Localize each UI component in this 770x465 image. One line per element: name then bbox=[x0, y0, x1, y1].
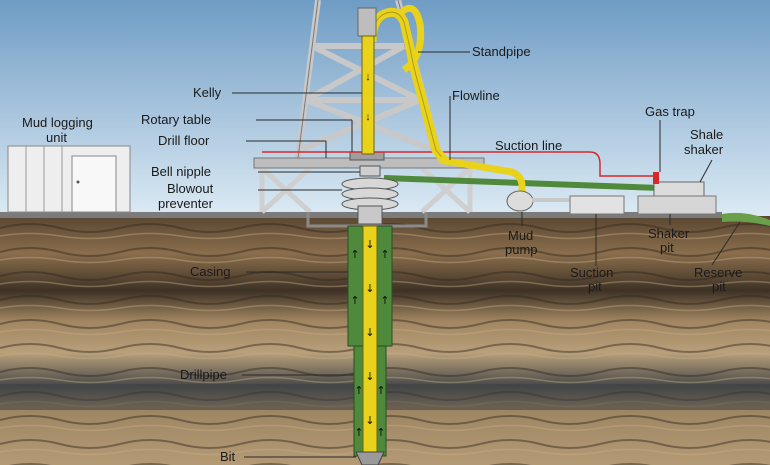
mud-logging-unit bbox=[7, 145, 131, 213]
shale-shaker bbox=[637, 181, 717, 215]
label-mud-pump-2: pump bbox=[505, 242, 538, 257]
label-blowout-preventer-1: Blowout bbox=[167, 181, 214, 196]
label-mud-logging-unit-1: Mud logging bbox=[22, 115, 93, 130]
svg-text:↑: ↑ bbox=[376, 384, 385, 397]
svg-text:↑: ↑ bbox=[354, 384, 363, 397]
downhole-flow-arrows: ↓ ↓ ↓ ↓ ↓ ↑ ↑ ↑ ↑ ↑ ↑ ↑ ↑ bbox=[350, 238, 389, 439]
label-suction-line: Suction line bbox=[495, 138, 562, 153]
label-blowout-preventer-2: preventer bbox=[158, 196, 214, 211]
suction-pit-tank bbox=[569, 195, 625, 215]
drill-bit bbox=[355, 451, 385, 465]
label-shale-shaker-1: Shale bbox=[690, 127, 723, 142]
label-shaker-pit-1: Shaker bbox=[648, 226, 690, 241]
reserve-pit-surface bbox=[722, 212, 770, 226]
svg-text:↓: ↓ bbox=[365, 370, 374, 383]
svg-text:↓: ↓ bbox=[365, 238, 374, 251]
label-mud-logging-unit-2: unit bbox=[46, 130, 67, 145]
svg-text:↓: ↓ bbox=[365, 282, 374, 295]
label-suction-pit-2: pit bbox=[588, 279, 602, 294]
kelly-column bbox=[361, 35, 375, 155]
label-drill-floor: Drill floor bbox=[158, 133, 210, 148]
label-suction-pit-1: Suction bbox=[570, 265, 613, 280]
label-bit: Bit bbox=[220, 449, 236, 464]
label-rotary-table: Rotary table bbox=[141, 112, 211, 127]
svg-text:↑: ↑ bbox=[350, 248, 359, 261]
svg-text:↑: ↑ bbox=[354, 426, 363, 439]
label-standpipe: Standpipe bbox=[472, 44, 531, 59]
svg-text:↑: ↑ bbox=[380, 248, 389, 261]
kelly-flow-arrow: ↓ bbox=[365, 71, 371, 83]
svg-text:↑: ↑ bbox=[380, 294, 389, 307]
svg-text:↑: ↑ bbox=[350, 294, 359, 307]
suction-line-path bbox=[262, 151, 656, 182]
standpipe-loop bbox=[393, 5, 425, 73]
svg-text:↑: ↑ bbox=[376, 426, 385, 439]
label-drillpipe: Drillpipe bbox=[180, 367, 227, 382]
label-kelly: Kelly bbox=[193, 85, 222, 100]
mud-pump bbox=[506, 190, 572, 212]
mud-return-pipe bbox=[439, 156, 526, 196]
label-reserve-pit-1: Reserve bbox=[694, 265, 742, 280]
swivel bbox=[357, 7, 377, 37]
label-shale-shaker-2: shaker bbox=[684, 142, 724, 157]
label-flowline: Flowline bbox=[452, 88, 500, 103]
leader-lines bbox=[232, 51, 741, 458]
label-shaker-pit-2: pit bbox=[660, 240, 674, 255]
label-casing: Casing bbox=[190, 264, 230, 279]
kelly-flow-arrow-2: ↓ bbox=[365, 111, 371, 123]
label-reserve-pit-2: pit bbox=[712, 279, 726, 294]
label-gas-trap: Gas trap bbox=[645, 104, 695, 119]
label-mud-pump-1: Mud bbox=[508, 228, 533, 243]
svg-text:↓: ↓ bbox=[365, 414, 374, 427]
label-bell-nipple: Bell nipple bbox=[151, 164, 211, 179]
blowout-preventer-stack bbox=[341, 165, 399, 225]
gas-trap-unit bbox=[653, 172, 659, 184]
svg-text:↓: ↓ bbox=[365, 326, 374, 339]
